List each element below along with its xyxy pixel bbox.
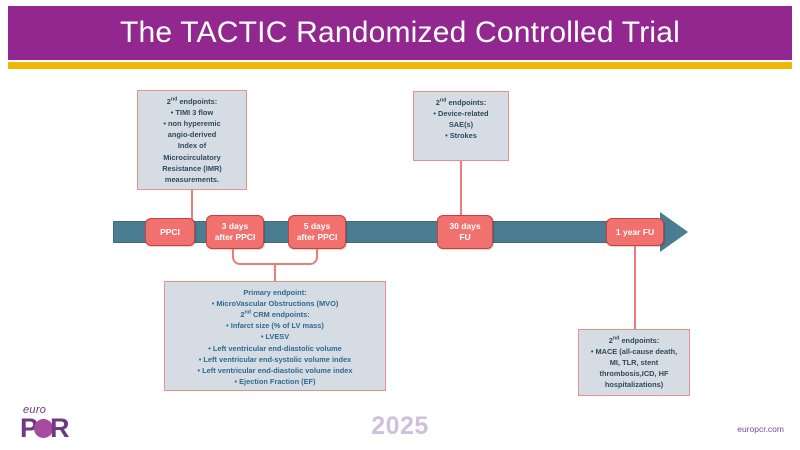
- milestone-ppci[interactable]: PPCI: [145, 218, 195, 246]
- logo-letter-p: P: [20, 413, 38, 443]
- callout-imr-endpoints: 2nd endpoints: • TIMI 3 flow• non hyperem…: [137, 90, 247, 190]
- callout-imr-line: Microcirculatory: [163, 152, 221, 162]
- callout-imr-line: measurements.: [164, 174, 220, 184]
- accent-bar: [8, 62, 792, 69]
- milestone-30-days-label: 30 days: [449, 221, 481, 232]
- callout-mace-line: MI, TLR, stent: [609, 358, 659, 368]
- milestone-3-days-label: after PPCI: [214, 232, 256, 242]
- callout-primary-line: Primary endpoint:: [243, 288, 307, 297]
- callout-device-line: • Device-related: [433, 109, 489, 119]
- logo-circle-c-icon: [34, 419, 54, 439]
- milestone-ppci-label: PPCI: [160, 226, 180, 237]
- connector-device-sae: [460, 161, 462, 223]
- milestone-1-year-label: 1 year FU: [615, 226, 655, 237]
- callout-imr-line: Resistance (IMR): [162, 163, 222, 173]
- page-title: The TACTIC Randomized Controlled Trial: [119, 16, 681, 49]
- milestone-5-days-label: after PPCI: [296, 232, 338, 242]
- callout-imr-line: • non hyperemic: [163, 119, 221, 129]
- logo-euro-text: euro: [23, 404, 47, 416]
- connector-primary-drop: [274, 264, 276, 282]
- callout-mace-line: • MACE (all-cause death,: [590, 347, 678, 357]
- europcr-logo: euro P R: [20, 404, 110, 442]
- logo-pcr-text: P R: [20, 413, 110, 443]
- timeline-bar: [113, 221, 666, 243]
- callout-imr-line: angio-derived: [167, 130, 217, 140]
- callout-primary-line: • LVESV: [260, 332, 290, 342]
- callout-primary-line: 2nd CRM endpoints:: [240, 309, 310, 320]
- connector-bracket-primary: [232, 249, 318, 265]
- callout-device-line: • Strokes: [445, 131, 477, 141]
- logo-letter-r: R: [50, 413, 69, 443]
- connector-mace: [634, 246, 636, 329]
- callout-primary-line: • Infarct size (% of LV mass): [226, 321, 324, 331]
- callout-primary-line: • Ejection Fraction (EF): [234, 376, 316, 386]
- callout-device-line: 2nd endpoints:: [435, 97, 487, 107]
- milestone-5-days-label: 5 days: [303, 221, 331, 232]
- callout-mace-line: hospitalizations): [604, 380, 664, 390]
- callout-imr-line: • TIMI 3 flow: [170, 108, 214, 118]
- year-label: 2025: [371, 412, 429, 440]
- connector-imr: [191, 190, 193, 223]
- timeline-arrowhead: [660, 212, 688, 252]
- milestone-1-year[interactable]: 1 year FU: [606, 218, 664, 246]
- callout-imr-line: Index of: [177, 141, 207, 151]
- callout-mace-endpoints: 2nd endpoints: • MACE (all-cause death,MI…: [578, 329, 690, 396]
- milestone-3-days-label: 3 days: [221, 221, 249, 232]
- callout-primary-endpoint: Primary endpoint: • MicroVascular Obstruc…: [164, 281, 386, 391]
- callout-primary-line: • Left ventricular end-diastolic volume …: [197, 365, 353, 375]
- callout-primary-line: • Left ventricular end-diastolic volume: [208, 343, 342, 353]
- callout-primary-line: • Left ventricular end-systolic volume i…: [198, 354, 352, 364]
- milestone-30-days-label: FU: [459, 232, 471, 242]
- callout-mace-line: 2nd endpoints:: [608, 335, 660, 345]
- header-bar: The TACTIC Randomized Controlled Trial: [8, 6, 792, 60]
- callout-imr-line: 2nd endpoints:: [166, 96, 218, 106]
- callout-device-line: SAE(s): [448, 120, 474, 130]
- callout-mace-line: thrombosis,ICD, HF: [599, 369, 669, 379]
- callout-primary-line: • MicroVascular Obstructions (MVO): [211, 299, 339, 309]
- website-label: europcr.com: [737, 424, 784, 434]
